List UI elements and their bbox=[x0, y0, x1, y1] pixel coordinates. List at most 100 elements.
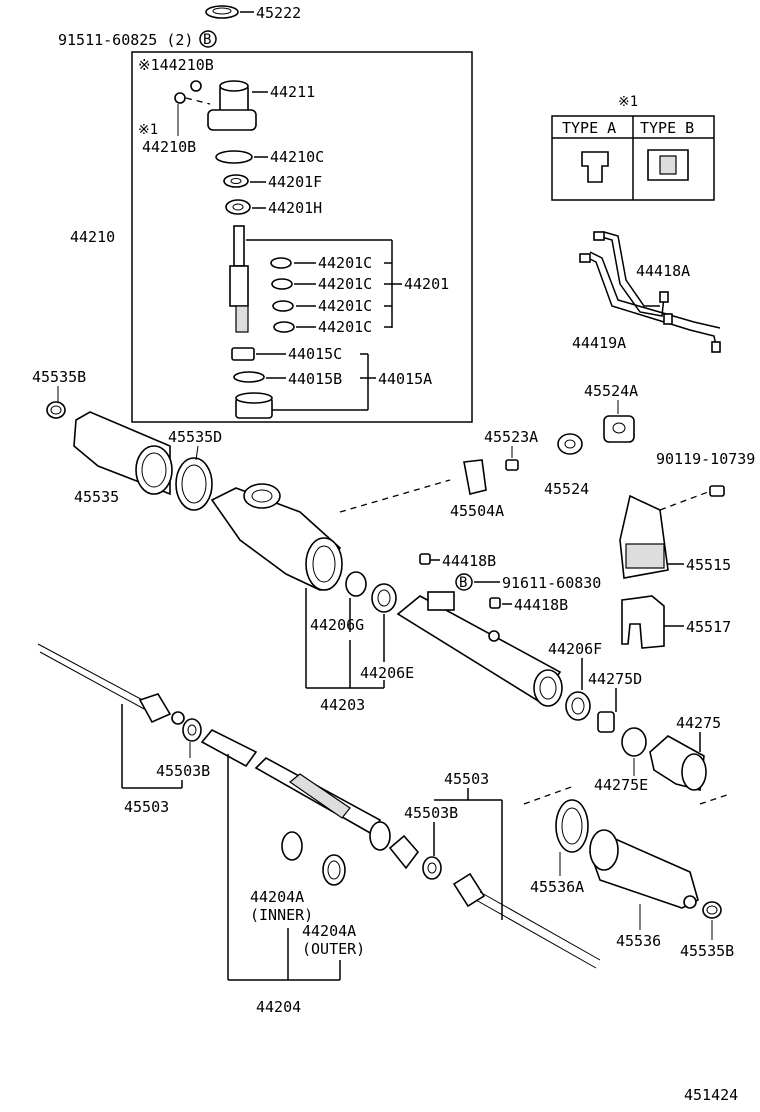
type-table bbox=[551, 115, 715, 201]
bracket-45515 bbox=[619, 494, 669, 579]
label-45524: 45524 bbox=[544, 480, 589, 498]
cylinder-tube bbox=[396, 591, 563, 707]
label-44201C-4: 44201C bbox=[318, 318, 372, 336]
label-45536A: 45536A bbox=[530, 878, 584, 896]
bolt-circle-icon-2 bbox=[455, 573, 473, 591]
label-45504A: 45504A bbox=[450, 502, 504, 520]
type-a-label: TYPE A bbox=[562, 119, 616, 137]
label-44275E: 44275E bbox=[594, 776, 648, 794]
label-45523A: 45523A bbox=[484, 428, 538, 446]
label-44206E: 44206E bbox=[360, 664, 414, 682]
type-b-label: TYPE B bbox=[640, 119, 694, 137]
label-44418A: 44418A bbox=[636, 262, 690, 280]
label-91511: 91511-60825 (2) bbox=[58, 31, 193, 49]
label-45535: 45535 bbox=[74, 488, 119, 506]
bolt-90119 bbox=[659, 485, 725, 511]
grommet-45517 bbox=[621, 595, 665, 649]
label-44275: 44275 bbox=[676, 714, 721, 732]
clamp-45535B-right bbox=[702, 901, 722, 919]
rack-bar bbox=[200, 729, 420, 870]
label-45535D: 45535D bbox=[168, 428, 222, 446]
seal-44206E bbox=[371, 583, 397, 613]
label-44210B-bottom: 44210B bbox=[142, 138, 196, 156]
bolt-circle-letter: B bbox=[203, 32, 211, 48]
label-45515: 45515 bbox=[686, 556, 731, 574]
bearing-44201F bbox=[223, 174, 249, 188]
label-45517: 45517 bbox=[686, 618, 731, 636]
label-44206G: 44206G bbox=[310, 616, 364, 634]
bushing-45524A bbox=[603, 415, 635, 443]
label-45535B-bottom: 45535B bbox=[680, 942, 734, 960]
label-91611: 91611-60830 bbox=[502, 574, 601, 592]
bushing-44204A-inner bbox=[281, 831, 303, 861]
label-44418B-2: 44418B bbox=[514, 596, 568, 614]
plug-44015A bbox=[235, 392, 273, 419]
label-45503-left: 45503 bbox=[124, 798, 169, 816]
label-90119: 90119-10739 bbox=[656, 450, 755, 468]
nut-44015C bbox=[231, 347, 255, 361]
spring-45523A bbox=[505, 459, 519, 471]
label-45222: 45222 bbox=[256, 4, 301, 22]
label-44418B-1: 44418B bbox=[442, 552, 496, 570]
gear-housing-44203 bbox=[210, 483, 343, 592]
bush-44275D bbox=[597, 711, 615, 733]
label-44204A-outer: 44204A bbox=[302, 922, 356, 940]
clamp-45536A bbox=[555, 799, 589, 853]
label-45503-right: 45503 bbox=[444, 770, 489, 788]
seal-44206F bbox=[565, 691, 591, 721]
label-45503B-left: 45503B bbox=[156, 762, 210, 780]
boot-45535-left bbox=[73, 411, 173, 496]
label-44015B: 44015B bbox=[288, 370, 342, 388]
washer-45503B-left bbox=[182, 718, 202, 742]
label-45535B-top: 45535B bbox=[32, 368, 86, 386]
label-44206F: 44206F bbox=[548, 640, 602, 658]
tie-rod-end-right bbox=[452, 872, 601, 969]
label-44015C: 44015C bbox=[288, 345, 342, 363]
type-table-mark: ※1 bbox=[618, 94, 638, 110]
mount-bracket-45504A bbox=[463, 459, 487, 495]
label-44203: 44203 bbox=[320, 696, 365, 714]
label-44211: 44211 bbox=[270, 83, 315, 101]
bolt-circle-letter-2: B bbox=[459, 575, 467, 591]
valve-housing-44211 bbox=[174, 80, 257, 131]
pinion-shaft bbox=[229, 225, 249, 333]
label-45524A: 45524A bbox=[584, 382, 638, 400]
bushing-44204A-outer bbox=[322, 854, 346, 886]
clamp-45535D bbox=[175, 457, 213, 511]
label-44201C-2: 44201C bbox=[318, 275, 372, 293]
label-inner: (INNER) bbox=[250, 906, 313, 924]
tie-rod-end-left bbox=[37, 643, 185, 725]
label-44201: 44201 bbox=[404, 275, 449, 293]
label-outer: (OUTER) bbox=[302, 940, 365, 958]
label-45536: 45536 bbox=[616, 932, 661, 950]
washer-45503B-right bbox=[422, 856, 442, 880]
seal-rings-44201C bbox=[270, 257, 295, 333]
o-ring-44210C bbox=[215, 150, 253, 164]
label-44204: 44204 bbox=[256, 998, 301, 1016]
label-44419A: 44419A bbox=[572, 334, 626, 352]
label-44275D: 44275D bbox=[588, 670, 642, 688]
label-44201C-3: 44201C bbox=[318, 297, 372, 315]
label-44015A: 44015A bbox=[378, 370, 432, 388]
diagram-id: 451424 bbox=[684, 1086, 738, 1104]
label-45503B-right: 45503B bbox=[404, 804, 458, 822]
label-44201H: 44201H bbox=[268, 199, 322, 217]
clamp-45535B-left bbox=[46, 401, 66, 419]
bearing-44201H bbox=[225, 199, 251, 215]
boot-45536-right bbox=[589, 829, 699, 909]
label-44201F: 44201F bbox=[268, 173, 322, 191]
label-44210: 44210 bbox=[70, 228, 115, 246]
seal-44206G bbox=[345, 571, 367, 597]
bolt-44418B-1 bbox=[419, 553, 431, 565]
bolt-44418B-2 bbox=[489, 597, 501, 609]
cap-part-45222 bbox=[205, 5, 254, 19]
bolt-circle-icon bbox=[199, 30, 217, 48]
end-stopper-44275 bbox=[649, 735, 707, 791]
label-44210C: 44210C bbox=[270, 148, 324, 166]
washer-44275E bbox=[621, 727, 647, 757]
label-44201C-1: 44201C bbox=[318, 254, 372, 272]
bushing-45524 bbox=[557, 433, 583, 455]
type-a-icon bbox=[581, 151, 609, 183]
valve-assembly-box bbox=[131, 51, 473, 423]
